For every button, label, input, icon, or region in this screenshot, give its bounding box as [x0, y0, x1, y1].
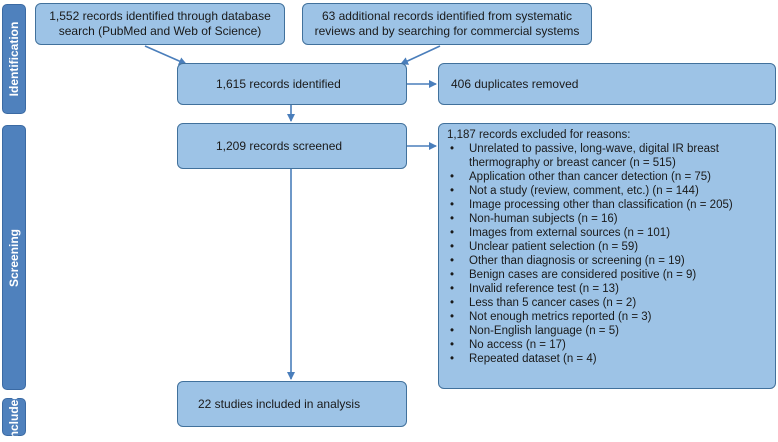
exclusion-reason-item: Images from external sources (n = 101) [450, 226, 765, 240]
exclusion-reason-item: Non-human subjects (n = 16) [450, 212, 765, 226]
exclusion-reasons-title: 1,187 records excluded for reasons: [447, 129, 631, 141]
database-search-box: 1,552 records identified through databas… [35, 3, 285, 45]
additional-records-box: 63 additional records identified from sy… [302, 3, 592, 45]
exclusion-reason-item: Not a study (review, comment, etc.) (n =… [450, 184, 765, 198]
duplicates-removed-box: 406 duplicates removed [438, 63, 776, 105]
exclusion-reason-item: Unrelated to passive, long-wave, digital… [450, 142, 765, 170]
exclusion-reason-item: Repeated dataset (n = 4) [450, 352, 765, 366]
exclusion-reason-item: Non-English language (n = 5) [450, 324, 765, 338]
additional-records-text: 63 additional records identified from sy… [314, 9, 580, 38]
exclusion-reason-item: No access (n = 17) [450, 338, 765, 352]
arrow-database-to-identified [144, 45, 187, 65]
studies-included-box: 22 studies included in analysis [177, 381, 407, 427]
records-identified-box: 1,615 records identified [177, 63, 407, 105]
studies-included-text: 22 studies included in analysis [198, 396, 361, 411]
exclusion-reason-item: Other than diagnosis or screening (n = 1… [450, 254, 765, 268]
exclusion-reason-item: Not enough metrics reported (n = 3) [450, 310, 765, 324]
exclusion-reasons-box: 1,187 records excluded for reasons: Unre… [438, 123, 776, 389]
phase-included: Included [2, 392, 26, 442]
database-search-text: 1,552 records identified through databas… [49, 9, 271, 38]
records-screened-text: 1,209 records screened [216, 138, 343, 153]
phase-screening: Screening [2, 125, 26, 390]
records-identified-text: 1,615 records identified [216, 76, 341, 91]
arrow-additional-to-identified [400, 45, 441, 65]
phase-identification: Identification [2, 4, 26, 114]
exclusion-reasons-list: Unrelated to passive, long-wave, digital… [447, 142, 765, 366]
exclusion-reason-item: Less than 5 cancer cases (n = 2) [450, 296, 765, 310]
exclusion-reason-item: Benign cases are considered positive (n … [450, 268, 765, 282]
duplicates-removed-text: 406 duplicates removed [451, 76, 579, 91]
exclusion-reason-item: Application other than cancer detection … [450, 170, 765, 184]
records-screened-box: 1,209 records screened [177, 123, 407, 169]
exclusion-reason-item: Image processing other than classificati… [450, 198, 765, 212]
exclusion-reason-item: Unclear patient selection (n = 59) [450, 240, 765, 254]
exclusion-reason-item: Invalid reference test (n = 13) [450, 282, 765, 296]
